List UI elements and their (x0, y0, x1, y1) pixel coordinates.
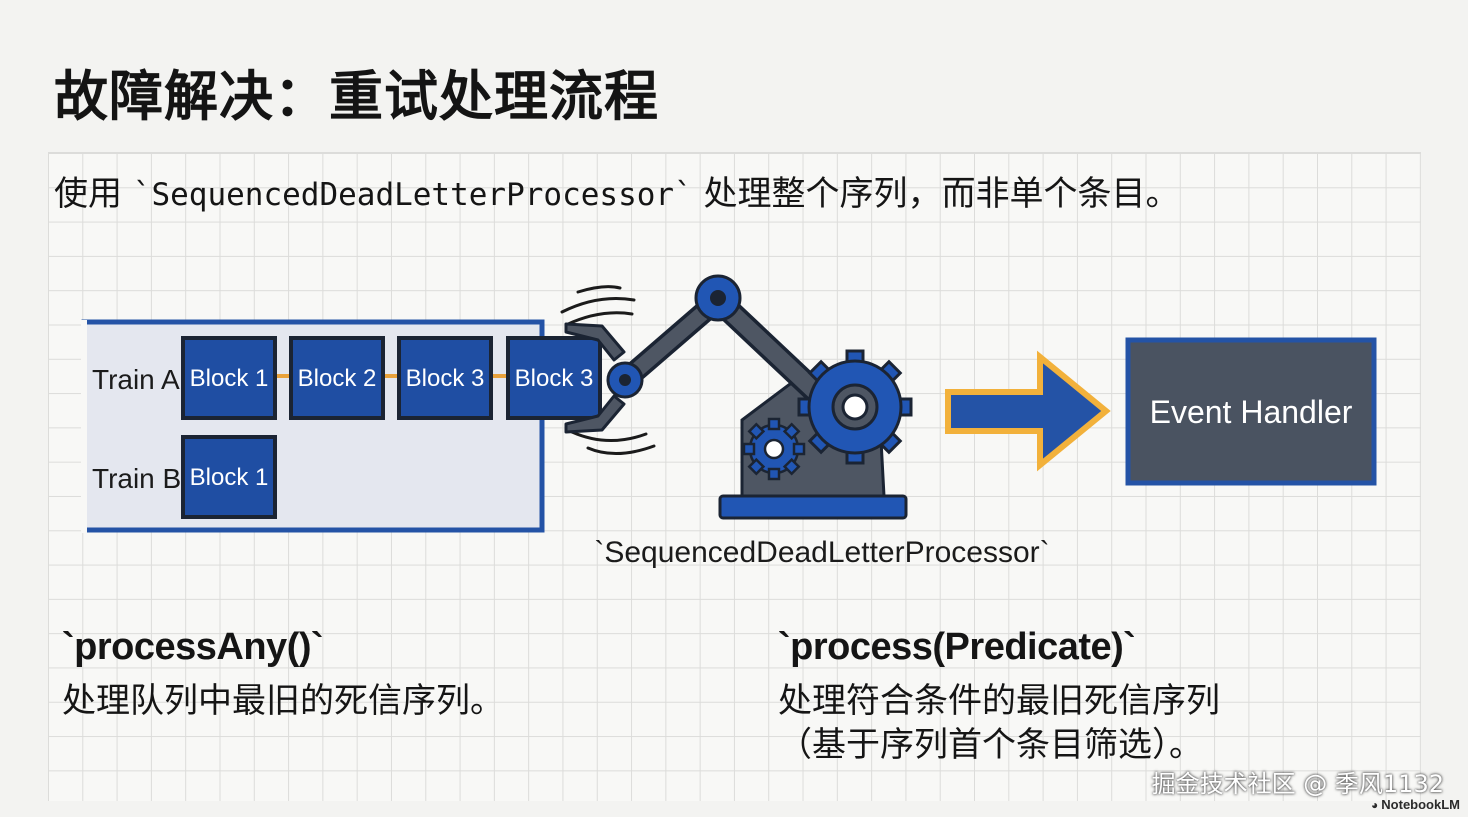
method-description: 处理队列中最旧的死信序列。 (62, 679, 504, 723)
queue-block: Block 1 (181, 336, 277, 420)
method-description-line: 处理队列中最旧的死信序列。 (62, 681, 504, 721)
brand-badge: ◕NotebookLM (1371, 797, 1460, 812)
subtitle: 使用 `SequencedDeadLetterProcessor` 处理整个序列… (54, 166, 1180, 215)
robot-arm-icon: Block 3 (506, 274, 913, 520)
queue-block: Block 2 (289, 336, 385, 420)
watermark: 掘金技术社区 @ 季风1132 (1151, 770, 1444, 798)
motion-lines-icon (560, 285, 636, 327)
event-handler-box: Event Handler (1125, 337, 1377, 486)
queue-block-label: Block 1 (190, 365, 269, 392)
slide-title: 故障解决：重试处理流程 (54, 65, 659, 128)
subtitle-suffix: 处理整个序列，而非单个条目。 (692, 174, 1180, 214)
train-b-label: Train B (92, 463, 181, 494)
processor-label: `SequencedDeadLetterProcessor` (594, 536, 1049, 569)
dead-letter-queue: Train A Train B Block 1 Block 2 Block 3 … (81, 319, 545, 533)
subtitle-prefix: 使用 (54, 174, 133, 214)
process-any-section: `processAny()` 处理队列中最旧的死信序列。 (62, 626, 504, 723)
event-handler-label: Event Handler (1150, 394, 1353, 430)
queue-block-label: Block 3 (406, 365, 485, 392)
queue-block-label: Block 1 (190, 464, 269, 491)
flow-arrow-icon (945, 350, 1111, 472)
queue-block: Block 3 (397, 336, 493, 420)
method-name: `process(Predicate)` (778, 626, 1136, 668)
train-a-label: Train A (92, 364, 180, 395)
queue-block: Block 1 (181, 435, 277, 519)
brand-name: NotebookLM (1381, 797, 1460, 812)
process-predicate-section: `process(Predicate)` 处理符合条件的最旧死信序列 （基于序列… (778, 626, 1220, 767)
motion-lines-icon (570, 430, 656, 456)
method-description-line: （基于序列首个条目筛选）。 (778, 725, 1203, 765)
method-description-line: 处理符合条件的最旧死信序列 (778, 681, 1220, 721)
method-name: `processAny()` (62, 626, 324, 668)
subtitle-code: `SequencedDeadLetterProcessor` (132, 177, 693, 213)
queue-container-left-edge (81, 320, 87, 533)
gripped-block-label: Block 3 (515, 365, 594, 392)
queue-block-label: Block 2 (298, 365, 377, 392)
method-description: 处理符合条件的最旧死信序列 （基于序列首个条目筛选）。 (778, 679, 1220, 767)
notebooklm-logo-icon: ◕ (1371, 798, 1379, 812)
